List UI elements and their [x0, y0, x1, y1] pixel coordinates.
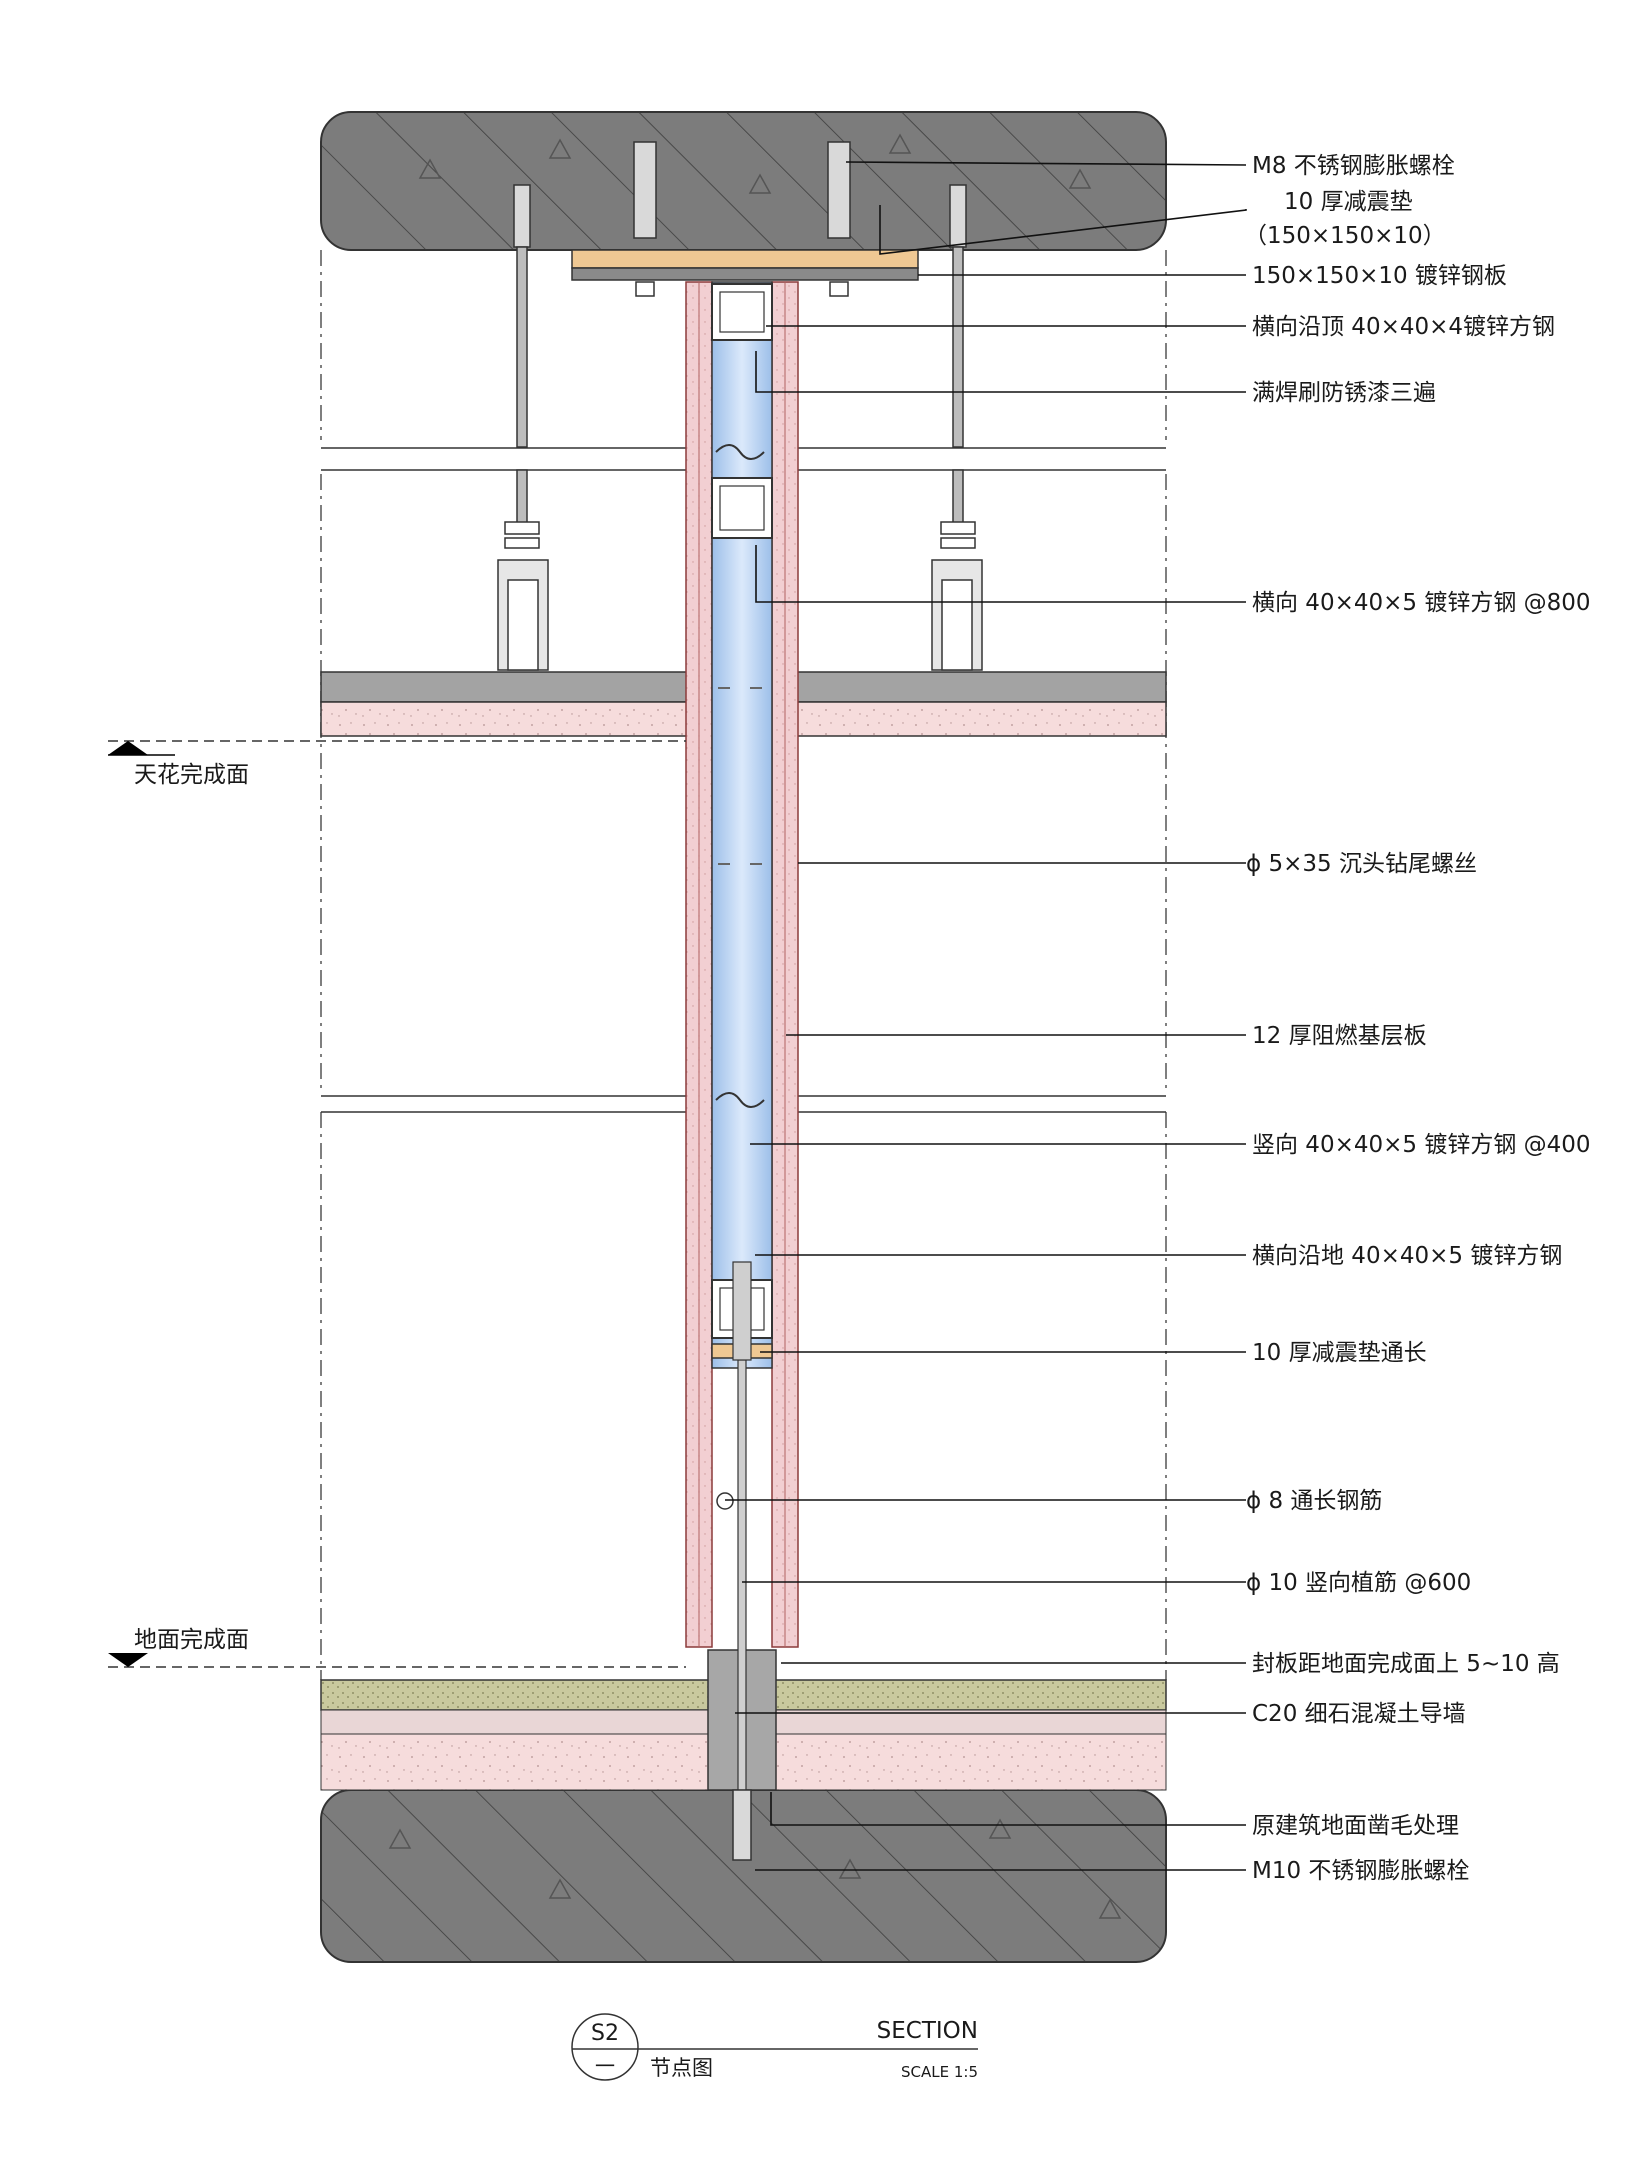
level-marker-floor [108, 1653, 686, 1668]
callout-horizontal-tube: 横向 40×40×5 镀锌方钢 @800 [1252, 590, 1591, 616]
wall-break-symbols [715, 444, 765, 1108]
sheet-number: 一 [595, 2054, 615, 2078]
scale-label: SCALE 1:5 [901, 2063, 978, 2081]
callout-labels: M8 不锈钢膨胀螺栓 10 厚减震垫 （150×150×10） 150×150×… [1244, 153, 1591, 1884]
callout-m8-anchor: M8 不锈钢膨胀螺栓 [1252, 153, 1455, 179]
guide-wall [707, 1261, 777, 1861]
leader-lines [725, 161, 1247, 1871]
callout-bottom-tube: 横向沿地 40×40×5 镀锌方钢 [1252, 1243, 1562, 1269]
ceiling-layers [320, 671, 1167, 737]
ceiling-level-label: 天花完成面 [134, 762, 249, 788]
section-title: SECTION [877, 2018, 978, 2044]
callout-vertical-tube: 竖向 40×40×5 镀锌方钢 @400 [1252, 1132, 1591, 1158]
callout-bottom-pad: 10 厚减震垫通长 [1252, 1340, 1427, 1366]
callout-steel-plate: 150×150×10 镀锌钢板 [1252, 263, 1507, 289]
partition-boards [685, 281, 799, 1648]
callout-gap: 封板距地面完成面上 5~10 高 [1252, 1651, 1560, 1677]
hanger-rods [497, 246, 983, 671]
callout-board: 12 厚阻燃基层板 [1252, 1023, 1427, 1049]
callout-screw: ϕ 5×35 沉头钻尾螺丝 [1246, 851, 1477, 877]
level-marker-ceiling [108, 740, 686, 756]
vertical-steel-tube [711, 281, 773, 1369]
callout-top-tube: 横向沿顶 40×40×4镀锌方钢 [1252, 314, 1555, 340]
callout-pad: 10 厚减震垫 [1284, 189, 1413, 215]
detail-id: S2 [591, 2021, 619, 2046]
ceiling-plate [571, 249, 919, 281]
callout-pad-size: （150×150×10） [1244, 223, 1446, 249]
callout-weld: 满焊刷防锈漆三遍 [1252, 380, 1436, 406]
floor-level-label: 地面完成面 [134, 1627, 249, 1653]
callout-m10-anchor: M10 不锈钢膨胀螺栓 [1252, 1858, 1469, 1884]
screw-marks [718, 687, 762, 865]
ceiling-slab [320, 111, 1167, 251]
callout-roughen: 原建筑地面凿毛处理 [1252, 1813, 1459, 1839]
detail-name: 节点图 [650, 2056, 713, 2080]
callout-rebar-10: ϕ 10 竖向植筋 @600 [1246, 1570, 1471, 1596]
title-block: S2 一 节点图 SECTION SCALE 1:5 [571, 2013, 978, 2081]
callout-guide-wall: C20 细石混凝土导墙 [1252, 1701, 1466, 1727]
anchor-bolts-top [513, 141, 967, 297]
callout-rebar-8: ϕ 8 通长钢筋 [1246, 1488, 1382, 1514]
drawing-frame [320, 250, 1167, 1680]
